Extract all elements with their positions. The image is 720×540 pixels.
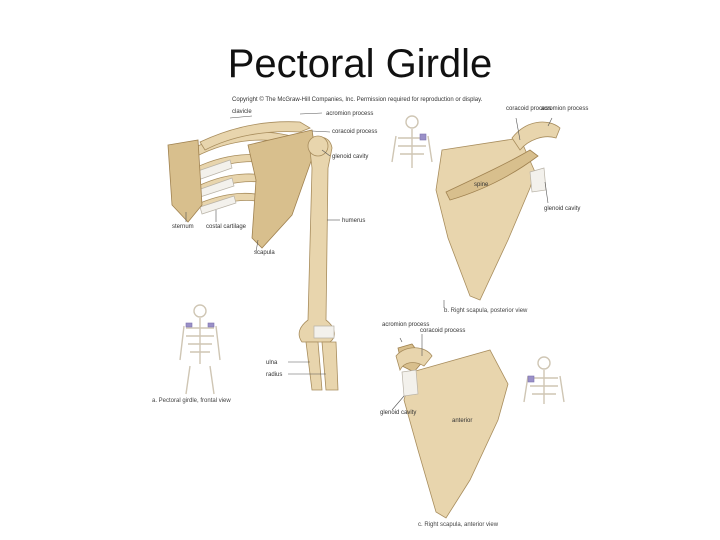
label-humerus: humerus — [342, 218, 365, 224]
ulna-shape — [306, 342, 322, 390]
scapula-anterior-shape — [404, 350, 508, 518]
caption-c: c. Right scapula, anterior view — [418, 522, 499, 528]
caption-b: b. Right scapula, posterior view — [444, 308, 528, 314]
scapula-shape-a — [248, 130, 315, 248]
label-spine: spine — [474, 182, 489, 188]
panel-b-posterior-view: coracoid process acromion process spine … — [392, 106, 588, 314]
label-anterior: anterior — [452, 418, 472, 424]
label-sternum: sternum — [172, 224, 194, 230]
label-coracoid-process-c: coracoid process — [420, 328, 465, 334]
label-acromion-process-a: acromion process — [326, 111, 373, 117]
label-radius: radius — [266, 372, 282, 378]
sternum-shape — [168, 140, 202, 222]
label-ulna: ulna — [266, 360, 278, 366]
label-scapula: scapula — [254, 250, 275, 256]
copyright-text: Copyright © The McGraw-Hill Companies, I… — [232, 96, 483, 103]
label-glenoid-cavity-b: glenoid cavity — [544, 206, 580, 212]
panel-c-anterior-view: acromion process coracoid process glenoi… — [380, 322, 564, 528]
label-clavicle: clavicle — [232, 109, 252, 115]
panel-a-frontal-view: clavicle acromion process coracoid proce… — [152, 109, 377, 404]
label-costal-cartilage: costal cartilage — [206, 224, 247, 230]
mini-skeleton-b — [392, 116, 432, 168]
label-glenoid-cavity-a: glenoid cavity — [332, 154, 368, 160]
caption-a: a. Pectoral girdle, frontal view — [152, 398, 231, 404]
radius-shape — [322, 342, 338, 390]
label-acromion-process-b: acromion process — [541, 106, 588, 112]
mini-skeleton-a — [180, 305, 220, 394]
label-glenoid-cavity-c: glenoid cavity — [380, 410, 416, 416]
mini-skeleton-c — [524, 357, 564, 404]
label-coracoid-process-a: coracoid process — [332, 129, 377, 135]
humeral-head — [308, 136, 328, 156]
